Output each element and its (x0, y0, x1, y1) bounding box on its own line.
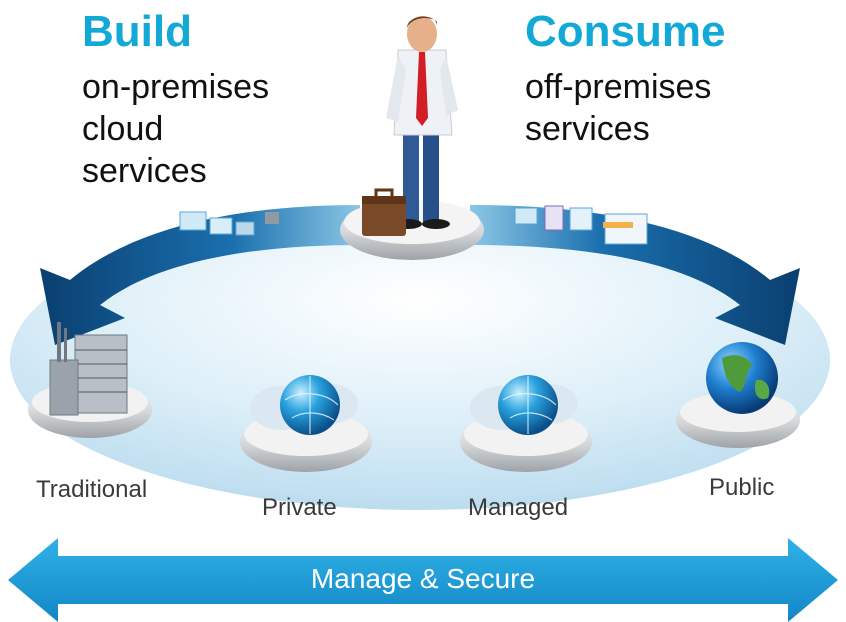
office-building-icon (28, 322, 152, 438)
build-line: on-premises (82, 68, 270, 106)
service-tiles-right-icon (514, 205, 648, 245)
build-description: on-premises cloud services (82, 66, 269, 192)
consume-heading: Consume (525, 7, 726, 56)
build-line: services (82, 152, 207, 190)
node-label-managed: Managed (468, 494, 569, 521)
platform-disc (10, 210, 830, 510)
businessman-with-briefcase-icon (340, 16, 484, 260)
node-label-traditional: Traditional (36, 476, 148, 503)
service-tiles-left-icon (179, 211, 279, 236)
consume-line: services (525, 110, 650, 148)
node-label-private: Private (262, 494, 337, 521)
manage-secure-band (8, 538, 838, 622)
consume-description: off-premises services (525, 66, 711, 150)
managed-cloud-globe-icon (460, 375, 592, 472)
build-heading: Build (82, 7, 192, 56)
manage-secure-label: Manage & Secure (310, 563, 536, 594)
node-label-public: Public (709, 474, 775, 501)
private-cloud-globe-icon (240, 375, 372, 472)
earth-globe-icon (676, 342, 800, 448)
build-arrow (40, 205, 360, 345)
build-line: cloud (82, 110, 164, 148)
consume-line: off-premises (525, 68, 712, 106)
consume-arrow (470, 205, 800, 345)
